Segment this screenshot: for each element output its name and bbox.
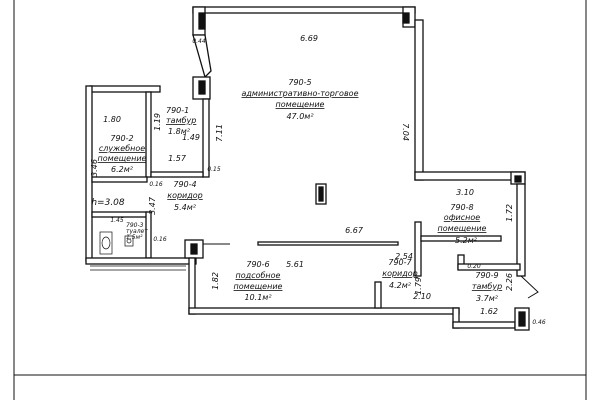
room-name-2: помещение bbox=[98, 154, 147, 163]
room-name-2: помещение bbox=[276, 100, 325, 109]
room-name: подсобное bbox=[236, 271, 281, 280]
room-area: 4.2м² bbox=[389, 281, 412, 290]
room-area: 6.2м² bbox=[111, 165, 134, 174]
dim-toilet-width: 1.45 bbox=[110, 217, 124, 224]
room-name-2: помещение bbox=[234, 282, 283, 291]
room-name: тамбур bbox=[166, 116, 196, 125]
dim-lower-width: 5.61 bbox=[286, 260, 304, 269]
room-area: 47.0м² bbox=[286, 112, 314, 121]
room-790-4-label: 790-4 коридор 5.4м² bbox=[167, 180, 203, 212]
room-id: 790-7 bbox=[388, 258, 412, 267]
room-name: коридор bbox=[382, 269, 418, 278]
dimension-labels: 6.69 7.04 7.11 6.67 5.61 1.80 3.46 3.47 … bbox=[90, 34, 546, 326]
room-id: 790-6 bbox=[246, 260, 269, 269]
room-area: 10.1м² bbox=[244, 293, 272, 302]
room-id: 790-4 bbox=[173, 180, 196, 189]
room-area: 1.8м² bbox=[168, 127, 191, 136]
room-id: 790-9 bbox=[475, 271, 498, 280]
room-790-6-label: 790-6 подсобное помещение 10.1м² bbox=[234, 260, 283, 302]
room-790-5-label: 790-5 административно-торговое помещение… bbox=[242, 78, 359, 121]
dim-vestibule9-height: 2.26 bbox=[505, 273, 514, 291]
room-id: 790-8 bbox=[450, 203, 473, 212]
dim-vestibule-height: 1.19 bbox=[153, 113, 162, 131]
dim-corridor-width: 1.57 bbox=[168, 154, 187, 163]
dim-corridor-height: 3.47 bbox=[148, 196, 157, 215]
room-name: служебное bbox=[99, 144, 145, 153]
room-790-3-label: 790-3 туалет 1.5м² bbox=[126, 222, 148, 241]
dim-room7-height: 1.79 bbox=[414, 277, 423, 295]
lower-left-hatch bbox=[90, 265, 186, 271]
dim-room7-width: 2.54 bbox=[395, 252, 413, 261]
room-790-7-label: 790-7 коридор 4.2м² bbox=[382, 258, 418, 290]
dim-vestibule-width: 1.49 bbox=[182, 133, 200, 142]
dim-hall-bottom: 6.67 bbox=[345, 226, 364, 235]
dim-vestibule9-width: 1.62 bbox=[480, 307, 498, 316]
walls bbox=[85, 6, 539, 331]
room-id: 790-3 bbox=[126, 222, 144, 229]
room-790-9-label: 790-9 тамбур 3.7м² bbox=[472, 271, 502, 303]
room-id: 790-5 bbox=[288, 78, 311, 87]
dim-wall-016b: 0.16 bbox=[153, 236, 167, 243]
toilet-fixtures bbox=[99, 231, 134, 255]
room-name: тамбур bbox=[472, 282, 502, 291]
room-name: туалет bbox=[126, 228, 148, 235]
dim-wall-015: 0.15 bbox=[207, 166, 221, 173]
room-area: 3.7м² bbox=[476, 294, 499, 303]
dim-room7-bottom: 2.10 bbox=[413, 292, 431, 301]
room-area: 1.5м² bbox=[126, 234, 143, 241]
dim-hall-right: 7.04 bbox=[401, 123, 410, 141]
dim-office-width: 3.10 bbox=[456, 188, 474, 197]
dim-top-width: 6.69 bbox=[300, 34, 318, 43]
dim-office-height: 1.72 bbox=[505, 204, 514, 222]
room-id: 790-1 bbox=[166, 106, 189, 115]
room-name: административно-торговое bbox=[242, 89, 359, 98]
dim-room2-height: 3.46 bbox=[90, 159, 99, 177]
room-790-1-label: 790-1 тамбур 1.8м² bbox=[166, 106, 196, 136]
dim-wall-046: 0.46 bbox=[532, 319, 546, 326]
dim-wall-044: 0.44 bbox=[192, 38, 206, 45]
dim-wall-016a: 0.16 bbox=[149, 181, 163, 188]
dim-room6-height: 1.82 bbox=[211, 272, 220, 290]
ceiling-height: h=3.08 bbox=[91, 198, 125, 208]
room-790-8-label: 790-8 офисное помещение 5.2м² bbox=[438, 203, 487, 245]
dim-hall-left: 7.11 bbox=[215, 124, 224, 142]
dim-room2-width: 1.80 bbox=[103, 115, 121, 124]
room-id: 790-2 bbox=[110, 134, 133, 143]
room-790-2-label: 790-2 служебное помещение 6.2м² bbox=[98, 134, 147, 174]
drawing-frame bbox=[13, 0, 587, 400]
dim-wall-020: 0.20 bbox=[467, 263, 481, 270]
room-name: офисное bbox=[444, 213, 480, 222]
room-name-2: помещение bbox=[438, 224, 487, 233]
room-area: 5.4м² bbox=[174, 203, 197, 212]
room-name: коридор bbox=[167, 191, 203, 200]
room-area: 5.2м² bbox=[455, 236, 478, 245]
